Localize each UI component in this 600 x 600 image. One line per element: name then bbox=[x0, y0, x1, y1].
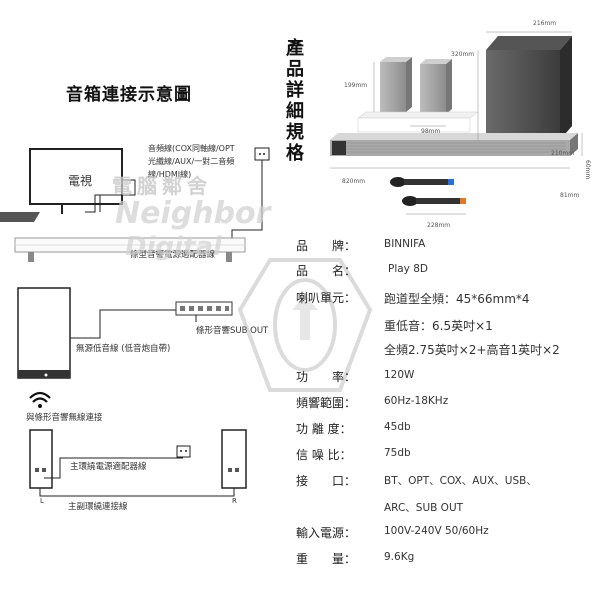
spec-value: Play 8D bbox=[388, 263, 429, 275]
spec-label: 重 量： bbox=[296, 552, 357, 566]
product-subwoofer bbox=[486, 36, 572, 50]
microphone-icon bbox=[402, 196, 466, 206]
watermark-text-cn: 電腦鄰舍 bbox=[112, 174, 212, 198]
spec-row: 重 量： 9.6Kg bbox=[296, 550, 596, 572]
dim-sub-depth: 210mm bbox=[551, 150, 575, 157]
spec-row: 品 名： Play 8D bbox=[296, 262, 596, 284]
spec-row: 輸入電源： 100V-240V 50/60Hz bbox=[296, 524, 596, 546]
right-speaker-mark: R bbox=[232, 497, 237, 505]
product-soundbar bbox=[330, 133, 578, 140]
spec-value: 全頻2.75英吋×2+高音1英吋×2 bbox=[384, 343, 560, 357]
cable-note-line2: 光纖線/AUX/一對二音頻 bbox=[148, 157, 235, 166]
spec-row: ARC、SUB OUT bbox=[296, 499, 596, 521]
spec-label: 信 噪 比： bbox=[296, 448, 352, 462]
power-outlet-icon bbox=[254, 147, 270, 161]
left-speaker-mark: L bbox=[40, 497, 44, 505]
dim-mic-length: 228mm bbox=[427, 222, 451, 229]
dim-bar-depth: 81mm bbox=[560, 192, 580, 199]
audio-cable bbox=[85, 179, 136, 213]
spec-value: BT、OPT、COX、AUX、USB、 bbox=[384, 475, 537, 487]
cable-note-line3: 線/HDMI線) bbox=[148, 170, 192, 179]
product-satellite-right bbox=[420, 64, 446, 114]
watermark-text-en1: Neighbor bbox=[115, 196, 271, 231]
title-char: 細 bbox=[286, 101, 304, 122]
tv-stand bbox=[0, 212, 40, 222]
spec-value: 120W bbox=[384, 369, 415, 381]
dim-sub-width: 216mm bbox=[533, 20, 557, 27]
sub-out-panel bbox=[175, 301, 233, 316]
watermark-shield-icon bbox=[237, 258, 373, 392]
spec-label: 品 牌： bbox=[296, 239, 357, 253]
subwoofer-cable bbox=[70, 309, 176, 339]
spec-label: 品 名： bbox=[296, 264, 357, 278]
spec-row: 功 離 度： 45db bbox=[296, 420, 596, 442]
microphone-icon bbox=[390, 177, 454, 187]
spec-label: 喇叭單元： bbox=[296, 291, 357, 305]
connection-diagram-title: 音箱連接示意圖 bbox=[66, 85, 192, 105]
spec-value: BINNIFA bbox=[384, 238, 426, 250]
title-char: 品 bbox=[286, 59, 304, 80]
spec-row: 頻響範圍： 60Hz-18KHz bbox=[296, 394, 596, 416]
subwoofer-shape bbox=[17, 287, 71, 379]
tv-label: 電視 bbox=[68, 174, 93, 188]
spec-value: 45db bbox=[384, 421, 411, 433]
title-char: 詳 bbox=[286, 80, 304, 101]
spec-value: 跑道型全頻：45*66mm*4 bbox=[384, 292, 530, 306]
spec-row: 重低音：6.5英吋×1 bbox=[296, 316, 596, 338]
spec-row: 信 噪 比： 75db bbox=[296, 446, 596, 468]
spec-value: 9.6Kg bbox=[384, 551, 415, 563]
product-spec-title: 產 品 詳 細 規 格 bbox=[282, 38, 308, 164]
spec-value: 75db bbox=[384, 447, 411, 459]
dim-sat-width: 98mm bbox=[421, 128, 441, 135]
spec-row: 喇叭單元： 跑道型全頻：45*66mm*4 bbox=[296, 289, 596, 311]
spec-row: 功 率： 120W bbox=[296, 368, 596, 390]
power-outlet-icon-2 bbox=[176, 445, 191, 458]
title-char: 產 bbox=[286, 38, 304, 59]
spec-label: 接 口： bbox=[296, 474, 357, 488]
surround-power-cable bbox=[44, 457, 183, 479]
dim-sub-height: 320mm bbox=[451, 51, 475, 58]
spec-value: 100V-240V 50/60Hz bbox=[384, 525, 489, 537]
spec-row: 接 口： BT、OPT、COX、AUX、USB、 bbox=[296, 472, 596, 494]
dim-bar-length: 820mm bbox=[342, 178, 366, 185]
surround-link-cable bbox=[39, 488, 235, 497]
title-char: 規 bbox=[286, 122, 304, 143]
sub-out-note: 條形音響SUB OUT bbox=[196, 326, 269, 336]
subwoofer-note: 無源低音線 (低音炮自帶) bbox=[76, 344, 171, 354]
dim-bar-height: 60mm bbox=[584, 160, 591, 180]
right-surround-speaker bbox=[221, 429, 247, 489]
wireless-note: 與條形音響無線連接 bbox=[26, 413, 103, 423]
title-char: 格 bbox=[286, 143, 304, 164]
surround-link-note: 主副環繞連接線 bbox=[68, 502, 128, 512]
spec-value: 60Hz-18KHz bbox=[384, 395, 449, 407]
power-adapter-note: 條型音響電源適配器線 bbox=[130, 250, 216, 260]
dim-sat-height: 199mm bbox=[344, 82, 368, 89]
product-illustration bbox=[330, 31, 583, 215]
surround-power-note: 主環繞電源適配器線 bbox=[70, 462, 147, 472]
spec-value: 重低音：6.5英吋×1 bbox=[384, 319, 493, 333]
left-surround-speaker bbox=[29, 429, 53, 489]
connection-diagram bbox=[0, 147, 270, 497]
spec-label: 功 離 度： bbox=[296, 422, 352, 436]
spec-row: 全頻2.75英吋×2+高音1英吋×2 bbox=[296, 340, 596, 362]
product-satellite-left bbox=[380, 62, 406, 112]
wifi-icon bbox=[29, 391, 51, 408]
cable-note-line1: 音頻線(COX同軸線/OPT bbox=[148, 144, 235, 153]
spec-label: 輸入電源： bbox=[296, 526, 357, 540]
spec-label: 頻響範圍： bbox=[296, 396, 357, 410]
watermark-text-en2: Digital bbox=[125, 232, 222, 262]
spec-value: ARC、SUB OUT bbox=[384, 502, 464, 514]
spec-label: 功 率： bbox=[296, 370, 357, 384]
spec-row: 品 牌： BINNIFA bbox=[296, 237, 596, 259]
